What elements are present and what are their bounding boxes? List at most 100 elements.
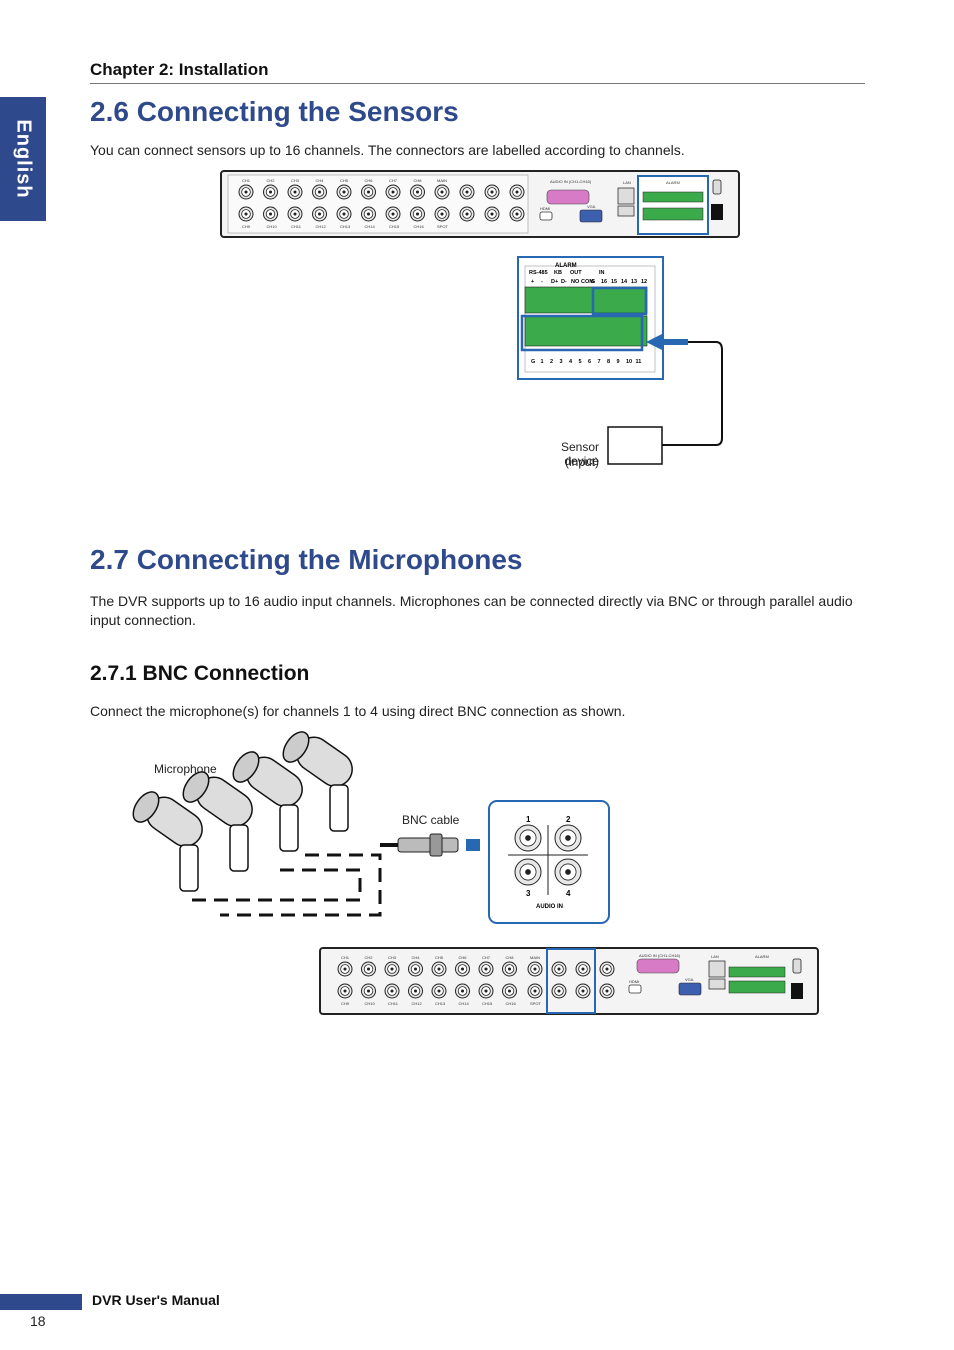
bottom-pin-label: 6 <box>588 359 591 365</box>
video-in-ch9 <box>238 206 254 222</box>
kb-label: KB <box>554 270 562 276</box>
audio-bnc-2 <box>484 184 500 200</box>
bottom-pin-label: G <box>531 359 535 365</box>
audio-bnc-6 <box>509 206 525 222</box>
audio-port-number: 2 <box>566 815 571 824</box>
vga-port <box>579 209 603 223</box>
audio-bnc-2-1 <box>551 961 567 977</box>
audio-bnc-2-4 <box>575 983 591 999</box>
alarm-terminal-bottom-2 <box>728 980 786 994</box>
video-in-ch5 <box>336 184 352 200</box>
audio-in-port-4 <box>554 858 582 886</box>
video-in-2-label-ch13: CH13 <box>435 1001 446 1006</box>
video-in-label-ch14: CH14 <box>365 224 376 229</box>
audio-bnc-3 <box>459 206 475 222</box>
audio-in-label: AUDIO IN <box>536 904 563 910</box>
microphone-icon <box>282 731 353 832</box>
video-in-2-label-ch5: CH5 <box>435 955 444 960</box>
main-out-2 <box>527 961 543 977</box>
power-switch <box>712 179 722 195</box>
footer-manual-title: DVR User's Manual <box>92 1292 220 1308</box>
top-pin-label: 16 <box>601 279 607 285</box>
video-in-2-label-ch16: CH16 <box>506 1001 517 1006</box>
alarm-terminal-bottom <box>642 207 704 221</box>
panel2-audio-in-label: AUDIO IN (CH1-CH16) <box>639 953 681 958</box>
main-label: MAIN <box>437 178 447 183</box>
video-in-ch10 <box>263 206 278 222</box>
panel2-vga-label: VGA <box>685 977 694 982</box>
video-in-label-ch1: CH1 <box>242 178 251 183</box>
usb-port-2 <box>708 978 726 990</box>
video-in-ch1 <box>238 184 254 200</box>
microphones-illustration <box>132 731 480 917</box>
bottom-pin-label: 2 <box>550 359 553 365</box>
video-in-2-ch9 <box>337 983 353 999</box>
bottom-terminal-block <box>524 315 648 347</box>
video-in-2-ch6 <box>455 961 470 977</box>
video-in-2-label-ch1: CH1 <box>341 955 350 960</box>
bottom-pin-label: 7 <box>598 359 601 365</box>
audio-bnc-1 <box>459 184 475 200</box>
power-jack <box>711 204 723 220</box>
video-in-ch13 <box>336 206 352 222</box>
video-in-label-ch7: CH7 <box>389 178 398 183</box>
bottom-pin-label: 5 <box>579 359 582 365</box>
video-in-ch3 <box>287 184 303 200</box>
video-in-label-ch2: CH2 <box>267 178 276 183</box>
spot-label-2: SPOT <box>530 1001 541 1006</box>
hdmi-port <box>539 211 553 221</box>
video-in-2-label-ch4: CH4 <box>412 955 421 960</box>
main-label-2: MAIN <box>530 955 540 960</box>
video-in-label-ch3: CH3 <box>291 178 300 183</box>
video-in-ch8 <box>410 184 425 200</box>
alarm-title: ALARM <box>555 263 577 269</box>
top-pin-label: D- <box>561 279 567 285</box>
video-in-2-ch14 <box>455 983 470 999</box>
bottom-pin-label: 1 <box>541 359 544 365</box>
panel-vga-label: VGA <box>587 204 596 209</box>
spot-out <box>434 206 450 222</box>
bottom-pin-label: 10 <box>626 359 632 365</box>
page-number: 18 <box>30 1313 46 1329</box>
panel2-alarm-label: ALARM <box>755 954 769 959</box>
video-in-2-ch3 <box>384 961 400 977</box>
bnc-cable-label: BNC cable <box>402 813 460 827</box>
audio-in-port-3 <box>514 858 542 886</box>
panel2-hdmi-label: HDMI <box>629 979 639 984</box>
video-in-label-ch4: CH4 <box>316 178 325 183</box>
power-jack-2 <box>791 983 803 999</box>
d-sub-audio-connector <box>546 189 590 205</box>
panel-audio-in-label: AUDIO IN (CH1-CH16) <box>550 179 592 184</box>
audio-bnc-2-6 <box>599 983 615 999</box>
video-in-ch14 <box>361 206 376 222</box>
video-in-label-ch11: CH11 <box>291 224 302 229</box>
top-pin-label: G <box>591 279 595 285</box>
video-in-2-ch7 <box>478 961 494 977</box>
rs485-label: RS-485 <box>529 270 548 276</box>
video-in-2-ch16 <box>502 983 517 999</box>
video-in-label-ch5: CH5 <box>340 178 349 183</box>
usb-port <box>617 205 635 217</box>
bottom-pin-label: 3 <box>560 359 563 365</box>
video-in-ch16 <box>410 206 425 222</box>
video-in-label-ch12: CH12 <box>316 224 327 229</box>
bnc-cable-plug <box>380 833 459 857</box>
alarm-terminal-top-2 <box>728 966 786 978</box>
video-in-ch15 <box>385 206 401 222</box>
video-in-2-label-ch2: CH2 <box>365 955 374 960</box>
top-pin-label: D+ <box>551 279 558 285</box>
in-label: IN <box>599 270 605 276</box>
chapter-header: Chapter 2: Installation <box>90 60 269 79</box>
video-in-2-ch12 <box>408 983 423 999</box>
video-in-2-ch5 <box>431 961 447 977</box>
video-in-2-ch8 <box>502 961 517 977</box>
top-pin-label: COM <box>581 279 594 285</box>
hdmi-port-2 <box>628 984 642 994</box>
top-pin-label: 12 <box>641 279 647 285</box>
top-pin-label: 13 <box>631 279 637 285</box>
top-pin-label: 14 <box>621 279 628 285</box>
section-body-2-7-1: Connect the microphone(s) for channels 1… <box>90 703 626 719</box>
top-terminal-block <box>524 286 648 314</box>
